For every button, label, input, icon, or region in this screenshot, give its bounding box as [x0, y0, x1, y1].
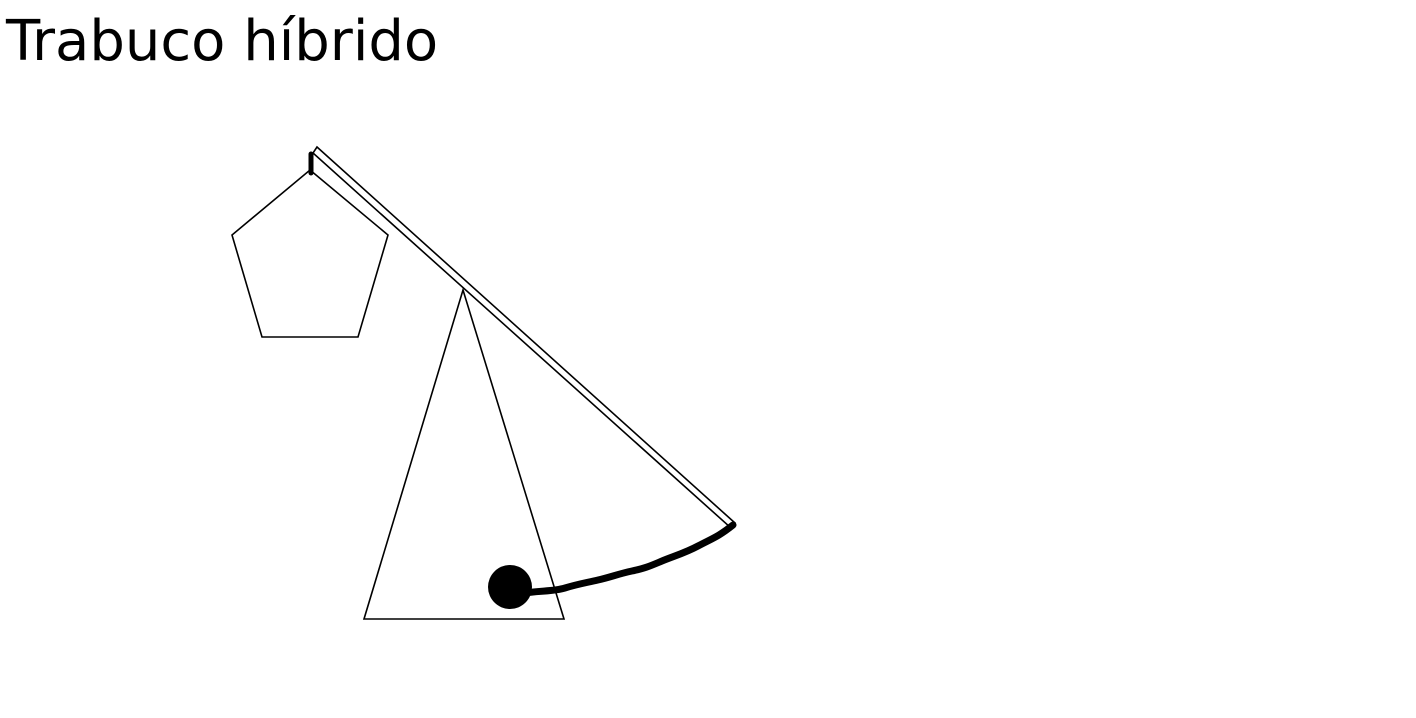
- counterweight-pentagon: [231, 168, 389, 338]
- sling-rope: [514, 521, 737, 598]
- projectile-ball: [488, 565, 532, 609]
- page-title: Trabuco híbrido: [6, 9, 439, 74]
- support-triangle: [362, 287, 566, 620]
- throwing-arm-beam: [311, 145, 737, 530]
